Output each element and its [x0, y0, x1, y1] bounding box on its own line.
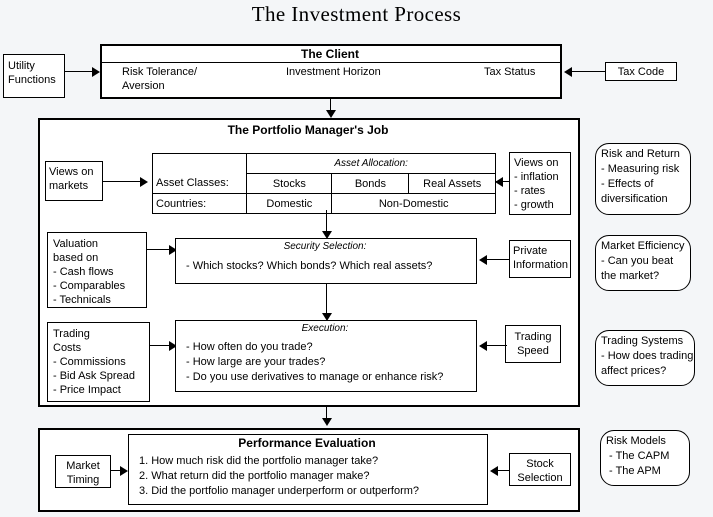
market-timing-box[interactable]: Market Timing	[55, 455, 111, 488]
arrow-costs-to-execution	[169, 341, 177, 351]
client-item-tax-status: Tax Status	[484, 66, 536, 78]
views-on-macro-box[interactable]: Views on - inflation - rates - growth	[509, 152, 571, 215]
connector-allocation-to-security	[326, 210, 327, 233]
trading-costs-box[interactable]: Trading Costs - Commissions - Bid Ask Sp…	[47, 322, 150, 402]
connector-timing-to-performance	[111, 470, 125, 471]
callout-risk-and-return[interactable]: Risk and Return - Measuring risk - Effec…	[595, 143, 691, 215]
execution-box	[175, 320, 477, 392]
arrow-timing-to-performance	[120, 466, 128, 476]
arrow-utility-to-client	[92, 67, 100, 77]
portfolio-manager-heading: The Portfolio Manager's Job	[227, 123, 389, 137]
performance-evaluation-box	[128, 434, 488, 505]
arrow-macro-to-allocation	[495, 177, 503, 187]
private-information-box[interactable]: Private Information	[509, 240, 571, 278]
callout-trading-systems[interactable]: Trading Systems - How does trading affec…	[595, 330, 695, 386]
client-heading: The Client	[300, 47, 359, 61]
arrow-private-to-security	[479, 255, 487, 265]
performance-evaluation-heading: Performance Evaluation	[238, 436, 376, 450]
connector-valuation-to-security	[147, 249, 172, 250]
execution-line-1: - How often do you trade?	[186, 341, 313, 353]
performance-line-2: 2. What return did the portfolio manager…	[139, 470, 370, 482]
performance-line-3: 3. Did the portfolio manager underperfor…	[139, 485, 420, 497]
execution-line-3: - Do you use derivatives to manage or en…	[186, 371, 444, 383]
client-divider	[102, 62, 560, 63]
connector-client-to-portfolio	[330, 99, 331, 112]
connector-views-to-allocation	[103, 181, 141, 182]
arrow-client-to-portfolio	[326, 110, 336, 118]
arrow-portfolio-to-performance	[322, 418, 332, 426]
table-row: Countries: Domestic Non-Domestic	[151, 193, 496, 214]
asset-allocation-caption: Asset Allocation:	[246, 153, 496, 174]
security-selection-line: - Which stocks? Which bonds? Which real …	[186, 260, 433, 272]
arrow-valuation-to-security	[169, 245, 177, 255]
arrow-speed-to-execution	[479, 341, 487, 351]
table-row: Asset Classes: Stocks Bonds Real Assets	[151, 173, 496, 194]
client-item-investment-horizon: Investment Horizon	[286, 66, 381, 78]
arrow-stock-to-performance	[490, 466, 498, 476]
trading-speed-box[interactable]: Trading Speed	[505, 325, 561, 363]
connector-speed-to-execution	[487, 345, 507, 346]
cell-real-assets: Real Assets	[408, 173, 496, 194]
callout-market-efficiency[interactable]: Market Efficiency - Can you beat the mar…	[595, 235, 691, 291]
connector-costs-to-execution	[150, 345, 172, 346]
stock-selection-box[interactable]: Stock Selection	[509, 453, 571, 486]
utility-functions-box[interactable]: Utility Functions	[3, 54, 65, 98]
connector-private-to-security	[487, 259, 509, 260]
row-label-asset-classes: Asset Classes:	[151, 173, 248, 194]
cell-bonds: Bonds	[331, 173, 410, 194]
connector-utility-to-client	[65, 71, 94, 72]
callout-risk-models[interactable]: Risk Models - The CAPM - The APM	[600, 430, 690, 486]
connector-portfolio-to-performance	[326, 407, 327, 420]
client-box	[100, 44, 562, 99]
asset-allocation-table: Asset Allocation: Asset Classes: Stocks …	[151, 153, 496, 214]
arrow-security-to-execution	[322, 313, 332, 321]
tax-code-box[interactable]: Tax Code	[605, 62, 677, 81]
row-label-countries: Countries:	[151, 193, 248, 214]
connector-stock-to-performance	[497, 470, 510, 471]
cell-domestic: Domestic	[246, 193, 333, 214]
arrow-views-to-allocation	[140, 177, 148, 187]
cell-stocks: Stocks	[246, 173, 333, 194]
page-title: The Investment Process	[251, 2, 462, 26]
arrow-allocation-to-security	[322, 231, 332, 239]
security-selection-box	[175, 238, 477, 284]
cell-non-domestic: Non-Domestic	[331, 193, 496, 214]
arrow-taxcode-to-client	[564, 67, 572, 77]
execution-line-2: - How large are your trades?	[186, 356, 326, 368]
client-item-risk-tolerance: Risk Tolerance/ Aversion	[122, 66, 197, 92]
execution-caption: Execution:	[301, 323, 349, 334]
performance-line-1: 1. How much risk did the portfolio manag…	[139, 455, 379, 467]
connector-taxcode-to-client	[572, 71, 606, 72]
valuation-box[interactable]: Valuation based on - Cash flows - Compar…	[47, 232, 147, 308]
connector-security-to-execution	[326, 284, 327, 314]
views-on-markets-box[interactable]: Views on markets	[45, 161, 103, 201]
security-selection-caption: Security Selection:	[283, 241, 367, 252]
